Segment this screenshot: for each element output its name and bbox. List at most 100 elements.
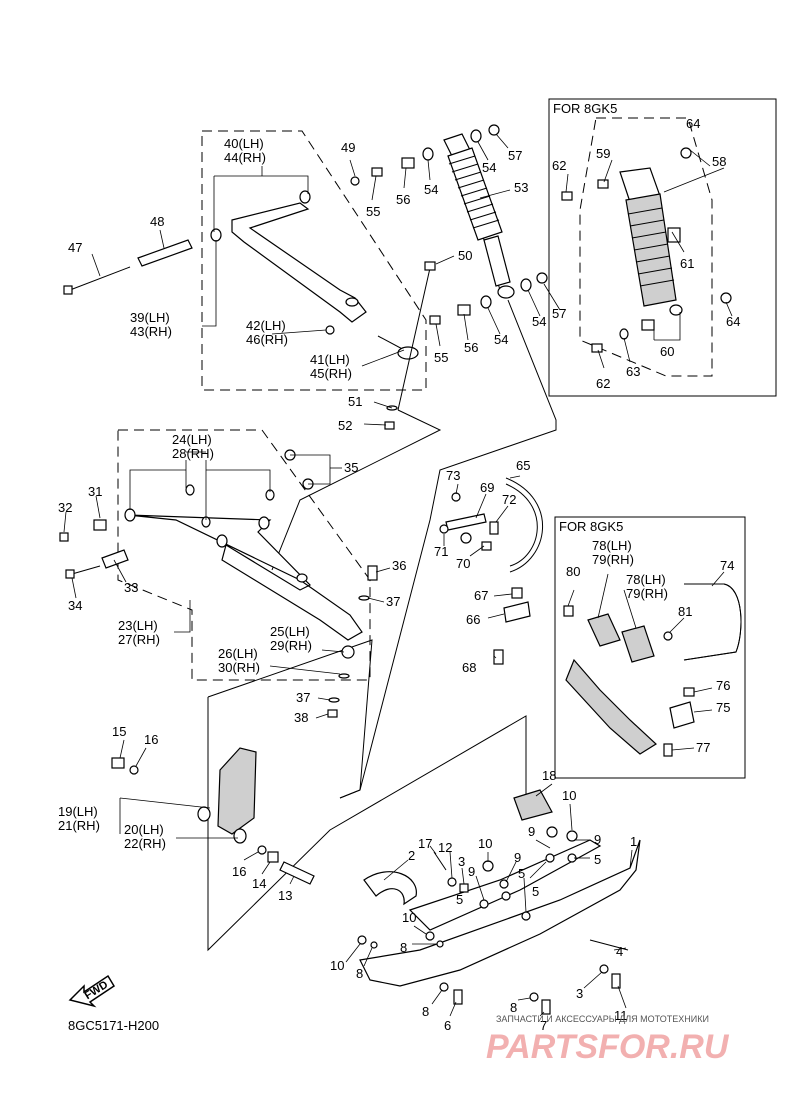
nut-52	[384, 421, 395, 430]
label-73: 73	[446, 468, 460, 483]
label-63: 63	[626, 364, 640, 379]
label-66: 66	[466, 612, 480, 627]
label-29: 29(RH)	[270, 638, 312, 653]
label-33: 33	[124, 580, 138, 595]
label-11: 11	[614, 1008, 628, 1023]
label-80: 80	[566, 564, 580, 579]
label-58: 58	[712, 154, 726, 169]
bushing-24-a	[185, 484, 195, 496]
label-54d: 54	[532, 314, 546, 329]
diagram-code: 8GC5171-H200	[68, 1018, 159, 1033]
spindle-bushing-20a	[197, 806, 211, 822]
label-65: 65	[516, 458, 530, 473]
label-36: 36	[392, 558, 406, 573]
bracket-67	[511, 587, 523, 599]
label-39: 39(LH)	[130, 310, 170, 325]
label-8b: 8	[356, 966, 363, 981]
inset-lower-title: FOR 8GK5	[559, 519, 623, 534]
washer-37-top	[358, 595, 370, 601]
label-8d: 8	[510, 1000, 517, 1015]
bolt-68	[493, 649, 504, 665]
washer-8-left	[370, 941, 378, 949]
label-10c: 10	[402, 910, 416, 925]
label-64a: 64	[686, 116, 700, 131]
label-7: 7	[540, 1018, 547, 1033]
lower-arm-bushing-left	[124, 508, 136, 522]
label-10a: 10	[478, 836, 492, 851]
label-34: 34	[68, 598, 82, 613]
label-71: 71	[434, 544, 448, 559]
label-9b: 9	[514, 850, 521, 865]
label-74: 74	[720, 558, 734, 573]
bracket-79-rh	[621, 625, 655, 663]
bolt-55-bottom	[429, 315, 441, 325]
label-45: 45(RH)	[310, 366, 352, 381]
label-24: 24(LH)	[172, 432, 212, 447]
label-78b: 78(LH)	[626, 572, 666, 587]
upper-arm-bushing-right	[299, 190, 311, 204]
bushing-54-top2	[470, 129, 482, 143]
nut-38	[327, 709, 338, 718]
label-61: 61	[680, 256, 694, 271]
shock-absorber-53	[443, 133, 515, 299]
nut-10-center	[482, 860, 494, 872]
label-25: 25(LH)	[270, 624, 310, 639]
bolt-80	[563, 605, 574, 617]
label-79b: 79(RH)	[626, 586, 668, 601]
bolt-50-shaft	[397, 267, 431, 411]
bushing-54-top	[422, 147, 434, 161]
collar-56-top	[401, 157, 415, 169]
label-78a: 78(LH)	[592, 538, 632, 553]
arm-lower-dash-frame	[117, 429, 371, 681]
arm-upper-dash-frame	[201, 130, 427, 391]
upper-arm-shock-mount	[345, 297, 359, 307]
spindle-19-body	[217, 747, 257, 835]
label-42: 42(LH)	[246, 318, 286, 333]
tie-rod-65	[505, 477, 544, 573]
washer-9-right	[545, 853, 555, 863]
collar-56-bottom	[457, 304, 471, 316]
label-32: 32	[58, 500, 72, 515]
label-48: 48	[150, 214, 164, 229]
pipe-48	[137, 239, 193, 267]
cap-64-top	[680, 147, 692, 159]
bolt-62-bottom	[591, 343, 603, 353]
label-51: 51	[348, 394, 362, 409]
nut-81	[663, 631, 673, 641]
lower-arm-bushing-mid	[216, 534, 228, 548]
label-16b: 16	[232, 864, 246, 879]
label-64b: 64	[726, 314, 740, 329]
ski-inset-body	[565, 658, 657, 755]
label-40: 40(LH)	[224, 136, 264, 151]
lower-arm-ball-mount	[296, 573, 308, 583]
label-27: 27(RH)	[118, 632, 160, 647]
bolt-77	[663, 743, 673, 757]
label-47: 47	[68, 240, 82, 255]
label-15: 15	[112, 724, 126, 739]
spindle-19	[197, 747, 257, 844]
label-62b: 62	[596, 376, 610, 391]
label-3b: 3	[576, 986, 583, 1001]
pin-13	[279, 861, 315, 885]
bolt-70	[481, 541, 492, 551]
washer-16-top	[129, 765, 139, 775]
inset-shock-8gk5: FOR 8GK5	[548, 98, 777, 397]
label-59: 59	[596, 146, 610, 161]
bolt-7	[541, 999, 551, 1015]
label-69: 69	[480, 480, 494, 495]
lower-arm-body	[127, 514, 363, 641]
upper-arm-body	[231, 202, 367, 323]
label-54a: 54	[424, 182, 438, 197]
label-77: 77	[696, 740, 710, 755]
washer-5-mid	[501, 891, 511, 901]
label-9d: 9	[594, 832, 601, 847]
cap-64-bottom	[720, 292, 732, 304]
link-69-body	[445, 513, 487, 531]
label-43: 43(RH)	[130, 324, 172, 339]
label-13: 13	[278, 888, 292, 903]
watermark-text: ЗАПЧАСТИ И АКСЕССУАРЫ ДЛЯ МОТОТЕХНИКИ	[496, 1014, 709, 1024]
bolt-47-head	[63, 285, 73, 295]
ski-handle-74	[683, 583, 742, 661]
bolt-6	[453, 989, 463, 1005]
label-14: 14	[252, 876, 266, 891]
